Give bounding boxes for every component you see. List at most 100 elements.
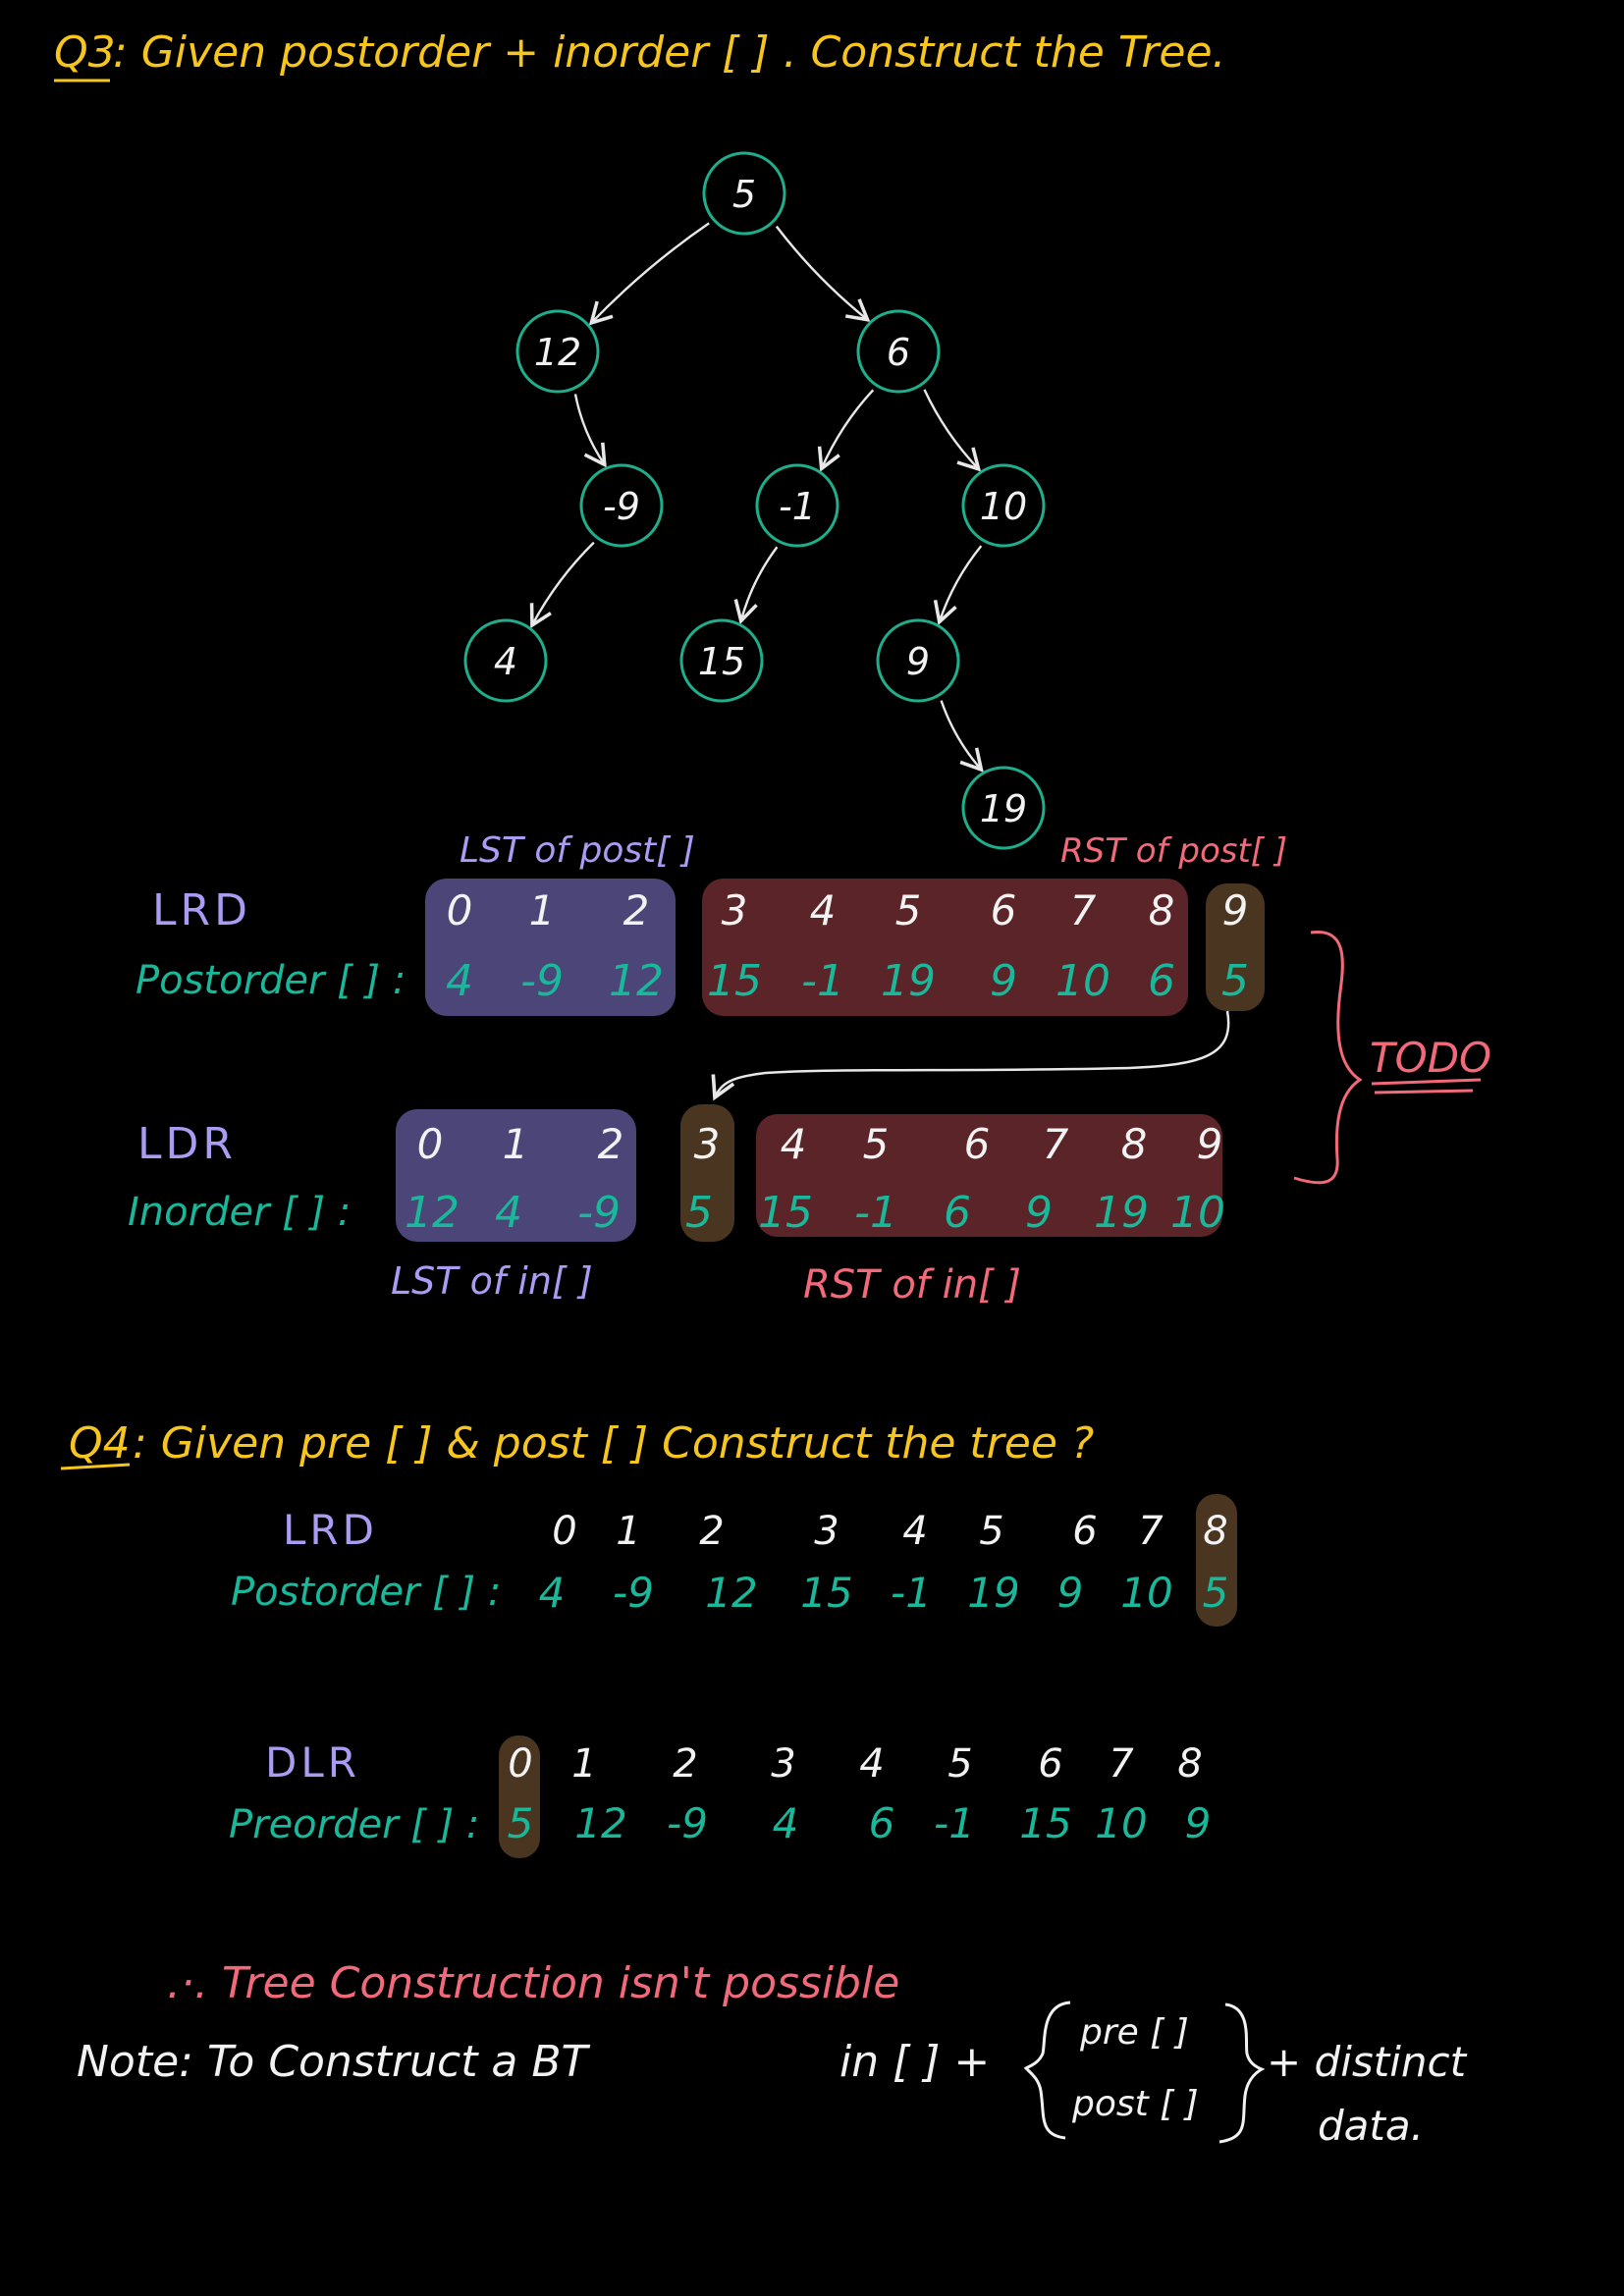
note-option-post: post [ ] <box>1071 2084 1199 2124</box>
in-lst-caption: LST of in[ ] <box>391 1259 593 1303</box>
array-index: 3 <box>771 1741 795 1787</box>
array-index: 9 <box>1222 886 1249 934</box>
array-index: 0 <box>447 886 473 934</box>
array-index: 3 <box>814 1509 839 1554</box>
array-value: 12 <box>609 956 664 1006</box>
tree-node-circle <box>876 618 960 703</box>
array-value: 5 <box>1221 956 1249 1006</box>
q4-post-traversal-label: LRD <box>283 1506 378 1554</box>
tree-node: -9 <box>579 463 664 548</box>
post-lst-box <box>425 879 676 1016</box>
array-value: -9 <box>577 1188 621 1238</box>
in-traversal-label: LDR <box>137 1119 237 1169</box>
array-index: 2 <box>699 1509 724 1554</box>
tree-node-label: 9 <box>906 640 930 683</box>
array-value: 12 <box>574 1799 626 1847</box>
array-index: 3 <box>694 1120 721 1168</box>
in-array-label: Inorder [ ] : <box>128 1190 351 1235</box>
tree-node-label: 19 <box>980 787 1027 830</box>
array-value: 6 <box>869 1799 895 1847</box>
tree-node-circle <box>755 463 839 548</box>
array-index: 2 <box>598 1120 624 1168</box>
post-lst-caption: LST of post[ ] <box>460 830 695 871</box>
q4-pre-root-box <box>499 1735 540 1858</box>
array-index: 1 <box>571 1741 596 1787</box>
tree-node-label: 4 <box>494 640 517 683</box>
tree-edge <box>588 222 710 326</box>
conclusion-text: .·. Tree Construction isn't possible <box>167 1958 899 2008</box>
tree-node-circle <box>579 463 664 548</box>
array-value: 15 <box>707 956 762 1006</box>
note-right-brace <box>1218 2002 1266 2144</box>
q4-post-root-box <box>1196 1494 1237 1627</box>
tree-node-circle <box>961 766 1046 850</box>
note-suffix-2: data. <box>1318 2102 1424 2150</box>
array-index: 4 <box>810 886 837 934</box>
note-in: in [ ] + <box>839 2037 990 2087</box>
q4-pre-array-label: Preorder [ ] : <box>229 1802 479 1847</box>
tree-edge <box>817 389 875 472</box>
array-index: 5 <box>863 1120 890 1168</box>
array-value: 10 <box>1170 1188 1225 1238</box>
array-index: 6 <box>964 1120 991 1168</box>
array-index: 5 <box>979 1509 1003 1554</box>
array-value: 12 <box>705 1569 757 1617</box>
array-index: 4 <box>902 1509 927 1554</box>
array-value: -9 <box>613 1569 654 1617</box>
root-link-arrow <box>711 1010 1230 1101</box>
q4-underline <box>60 1463 131 1470</box>
array-value: 12 <box>405 1188 460 1238</box>
tree-node-circle <box>702 151 786 236</box>
array-value: 9 <box>990 956 1017 1006</box>
todo-underline-2 <box>1374 1089 1474 1095</box>
tree-edge <box>940 700 984 773</box>
note-suffix: + distinct <box>1267 2038 1468 2086</box>
array-index: 6 <box>1072 1509 1097 1554</box>
array-value: 5 <box>508 1799 534 1847</box>
array-index: 4 <box>859 1741 884 1787</box>
array-value: 9 <box>1025 1188 1053 1238</box>
in-root-box <box>680 1104 734 1242</box>
tree-node: 10 <box>961 463 1046 548</box>
array-value: 4 <box>446 956 473 1006</box>
post-array-label: Postorder [ ] : <box>135 958 406 1003</box>
tree-node-label: -1 <box>779 485 816 528</box>
array-value: 19 <box>881 956 936 1006</box>
q3-title: : Given postorder + inorder [ ] . Constr… <box>113 27 1226 78</box>
tree-edge <box>775 225 871 323</box>
array-index: 1 <box>503 1120 529 1168</box>
array-index: 3 <box>722 886 748 934</box>
array-value: 19 <box>1094 1188 1149 1238</box>
array-index: 7 <box>1070 886 1097 934</box>
q3-postorder-section: LST of post[ ] RST of post[ ] LRD Postor… <box>135 830 1287 1016</box>
array-index: 4 <box>781 1120 807 1168</box>
in-lst-box <box>396 1109 636 1242</box>
array-index: 1 <box>616 1509 640 1554</box>
tree-node-circle <box>463 618 548 703</box>
note-left-brace <box>1023 2001 1071 2140</box>
array-index: 7 <box>1138 1509 1164 1554</box>
array-value: 9 <box>1057 1569 1084 1617</box>
tree-node-label: 15 <box>698 640 745 683</box>
array-index: 8 <box>1149 886 1175 934</box>
q4-heading: Q4 : Given pre [ ] & post [ ] Construct … <box>60 1418 1094 1470</box>
tree-node: 9 <box>876 618 960 703</box>
array-value: 6 <box>944 1188 971 1238</box>
array-index: 6 <box>991 886 1017 934</box>
post-root-box <box>1206 883 1265 1011</box>
tree-edge <box>923 389 982 472</box>
in-rst-box <box>756 1114 1222 1237</box>
array-value: 15 <box>800 1569 852 1617</box>
array-value: 15 <box>1019 1799 1071 1847</box>
note-prefix: Note: To Construct a BT <box>77 2037 591 2087</box>
array-index: 8 <box>1177 1741 1202 1787</box>
in-rst-caption: RST of in[ ] <box>803 1262 1021 1308</box>
